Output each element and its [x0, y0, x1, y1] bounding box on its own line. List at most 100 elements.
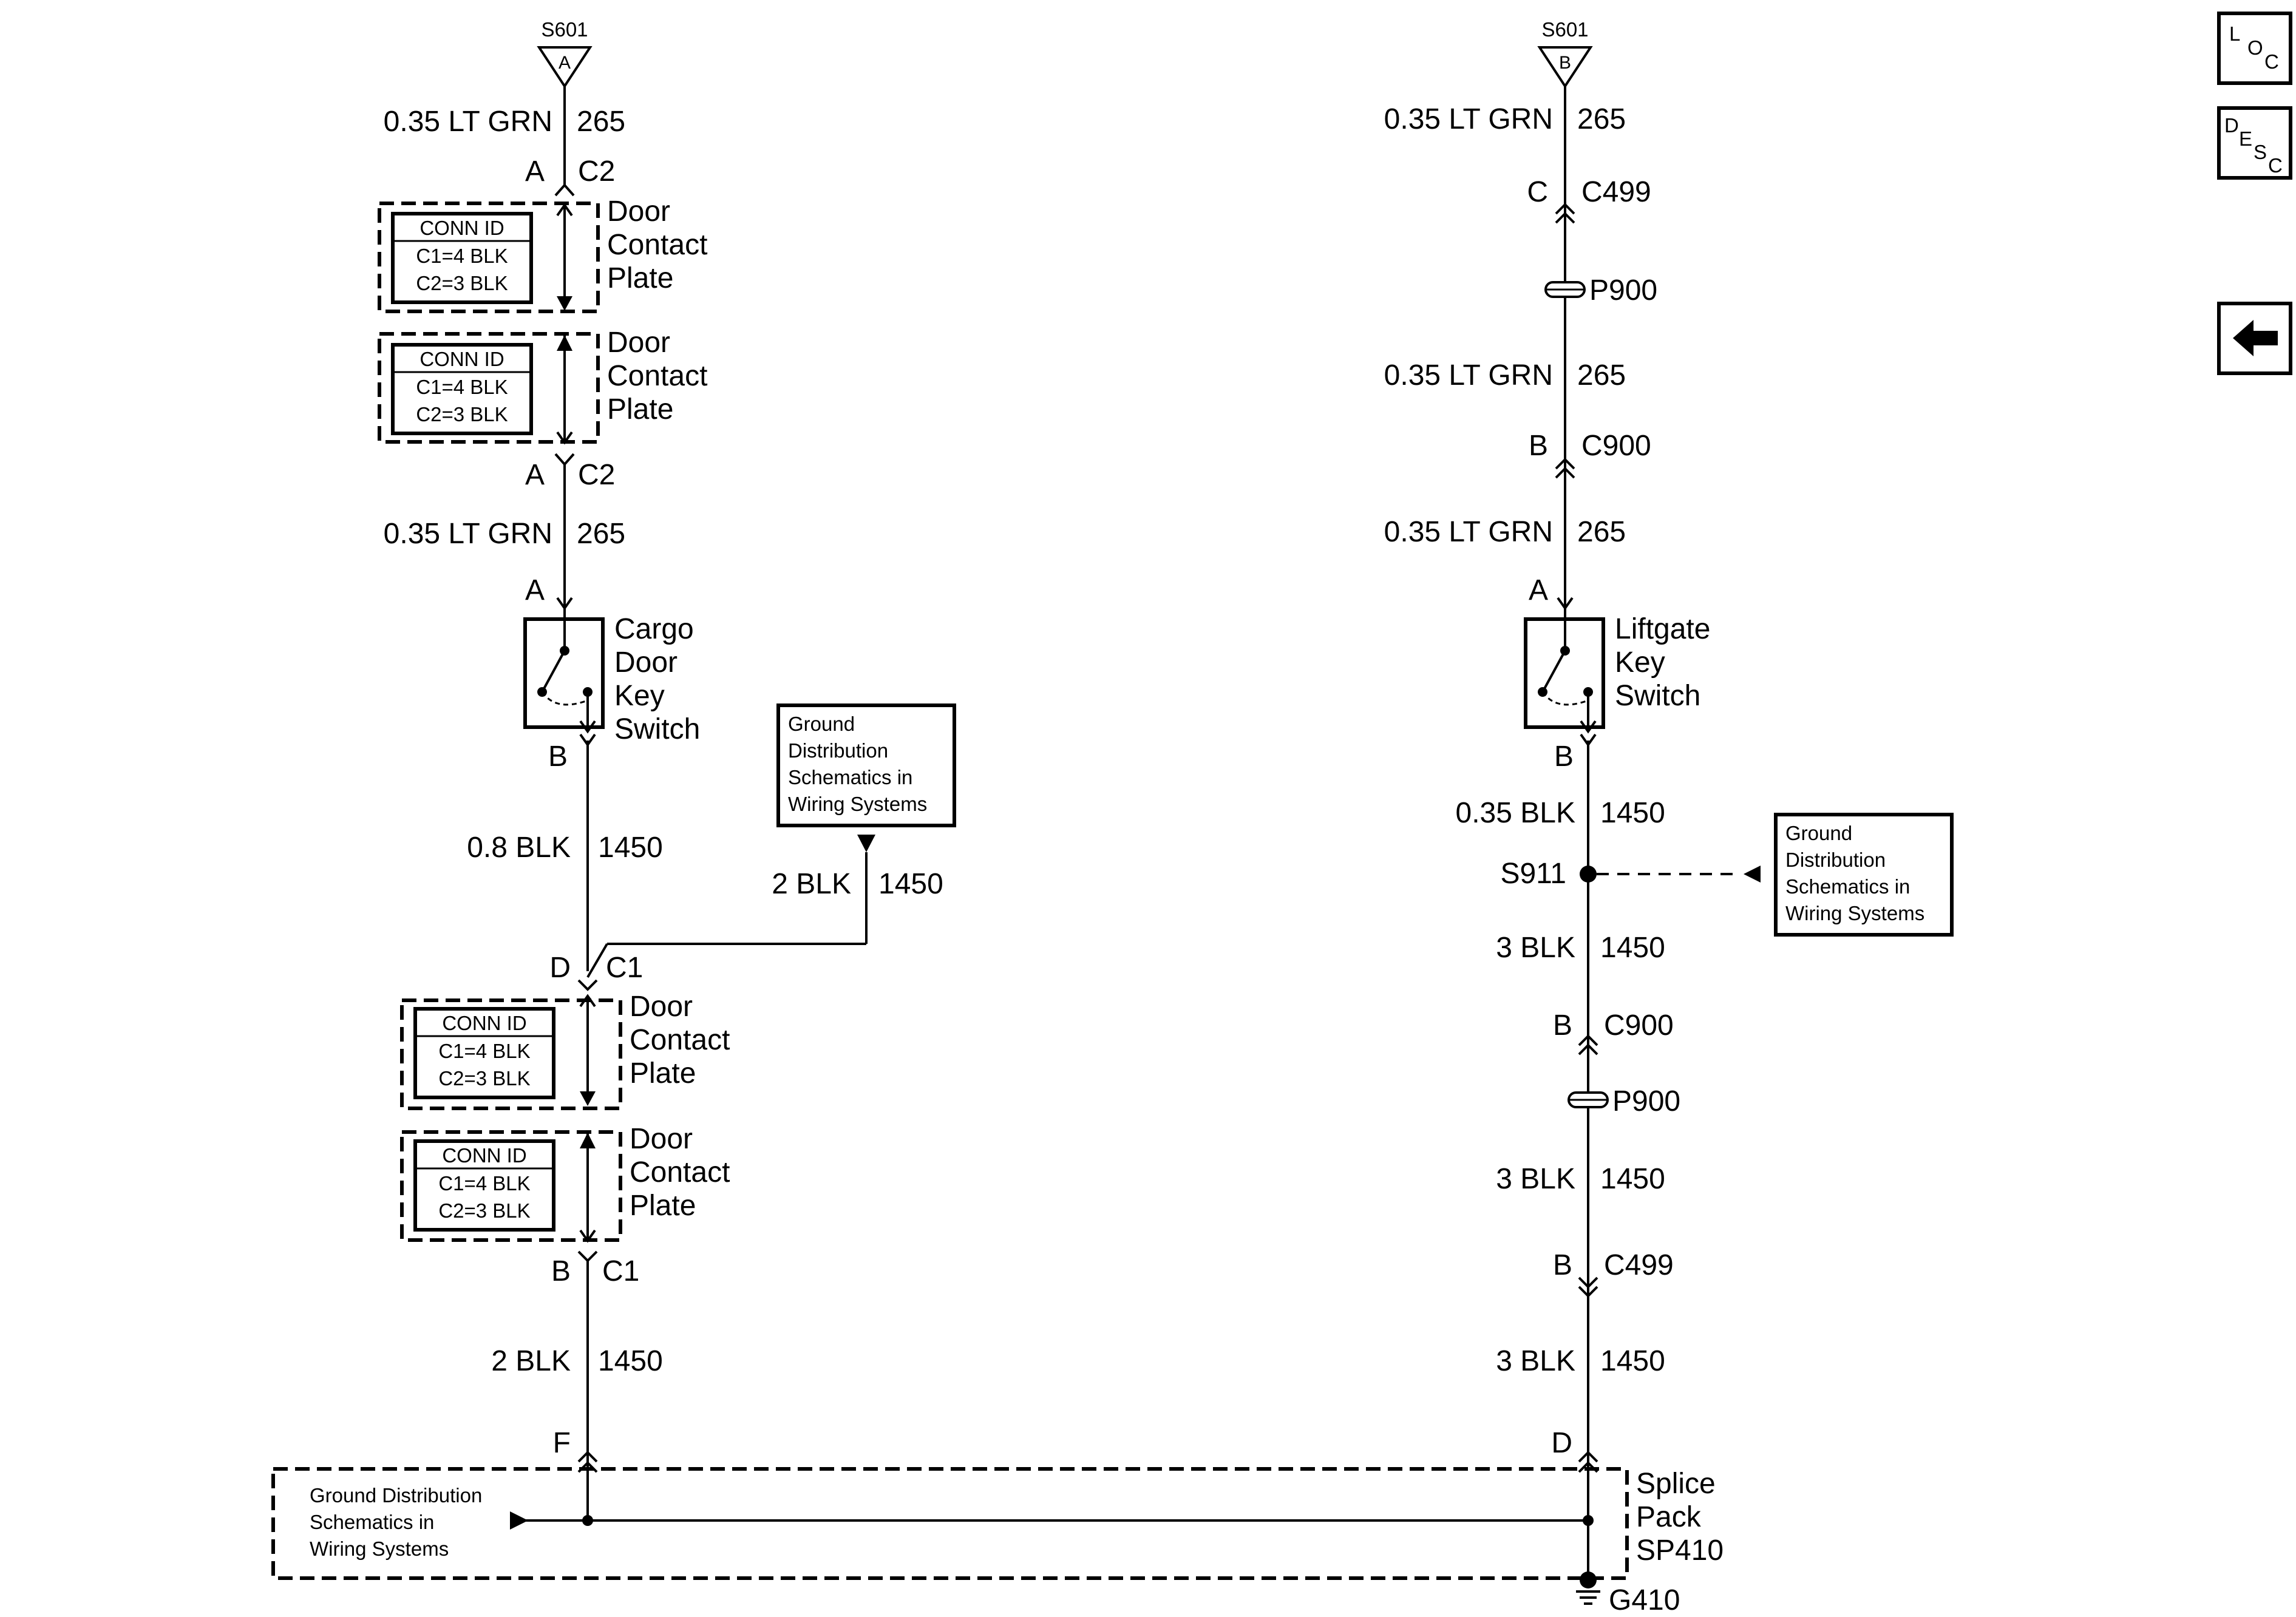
right-wire4-circuit: 1450 — [1600, 797, 1665, 829]
left-plate1-label2: Contact — [607, 229, 707, 261]
splice-pack-outline — [271, 1467, 1629, 1580]
desc-letter-c: C — [2268, 154, 2283, 177]
left-wire2-circuit: 265 — [577, 518, 625, 550]
left-switch-out-arrow — [579, 720, 596, 734]
left-pin-f-symbol — [577, 1451, 598, 1463]
right-wire1-gauge: 0.35 LT GRN — [1384, 103, 1553, 135]
left-splice-pin: A — [559, 53, 571, 73]
right-pin-d-symbol — [1578, 1451, 1598, 1463]
left-plate3-label1: Door — [630, 991, 693, 1023]
right-ground-ref-box[interactable] — [1774, 813, 1954, 937]
splice-pack-label1: Splice — [1636, 1468, 1716, 1500]
left-pin-f: F — [553, 1427, 571, 1459]
left-plate1-outline — [378, 202, 600, 313]
left-conn3-pin: D — [549, 952, 571, 984]
left-circuit: S601 A 0.35 LT GRN 265 A C2 CONN ID C1=4… — [378, 18, 956, 1473]
ground-g410-label: G410 — [1609, 1584, 1680, 1616]
left-plate2-label3: Plate — [607, 393, 673, 425]
left-switch-pin-b: B — [548, 741, 568, 773]
right-ground-ref-line3: Schematics in — [1785, 875, 1910, 898]
right-conn1-id: C499 — [1581, 176, 1651, 208]
right-splice-id: S601 — [1541, 18, 1588, 41]
left-plate1-connid-title: CONN ID — [419, 217, 504, 239]
left-gnd-wire-circuit: 1450 — [878, 868, 943, 900]
left-splice-triangle — [537, 46, 593, 89]
right-switch-label1: Liftgate — [1615, 613, 1710, 645]
left-wire1-gauge: 0.35 LT GRN — [384, 106, 552, 138]
left-ground-ref-line4: Wiring Systems — [788, 793, 927, 815]
right-conn2-id: C900 — [1581, 430, 1651, 462]
left-plate2-bottom-arrow — [556, 431, 573, 445]
right-switch-label2: Key — [1615, 646, 1665, 679]
left-conn4-symbol — [577, 1250, 598, 1263]
right-splice-pin: B — [1559, 53, 1571, 73]
left-plate3-outline — [400, 998, 622, 1110]
desc-letter-s: S — [2254, 141, 2267, 163]
left-switch-travel-arc — [541, 691, 586, 706]
splice-pack-left-node — [582, 1515, 593, 1526]
right-ground-ref-line2: Distribution — [1785, 849, 1886, 871]
left-arrow-icon — [2233, 320, 2278, 356]
left-ground-ref-line1: Ground — [788, 713, 855, 735]
splice-pack-label2: Pack — [1636, 1501, 1702, 1533]
right-wire3-gauge: 0.35 LT GRN — [1384, 516, 1553, 548]
left-plate4-label1: Door — [630, 1123, 693, 1155]
loc-letter-c: C — [2264, 50, 2279, 73]
left-plate4-connid-title: CONN ID — [442, 1144, 526, 1167]
left-switch-label3: Key — [614, 680, 665, 712]
right-switch-travel-arc — [1541, 691, 1587, 706]
right-pin-d: D — [1551, 1427, 1572, 1459]
loc-button[interactable]: L O C — [2217, 12, 2292, 85]
left-conn1-pin: A — [525, 155, 545, 188]
right-switch-pin-b: B — [1554, 741, 1574, 773]
left-conn4-id: C1 — [602, 1255, 639, 1287]
desc-letter-e: E — [2239, 127, 2252, 150]
left-ground-ref-line3: Schematics in — [788, 766, 912, 788]
loc-letter-l: L — [2229, 22, 2240, 45]
left-plate1-top-arrow — [556, 203, 573, 217]
right-conn1-symbol2 — [1555, 212, 1575, 224]
splice-pack-sp410: Ground Distribution Schematics in Wiring… — [271, 1467, 1724, 1616]
left-plate4-top-arrow — [580, 1133, 596, 1148]
left-ground-ref-box[interactable] — [776, 703, 956, 827]
right-switch-out-arrow — [1580, 720, 1597, 734]
left-plate2-connid-line1: C1=4 BLK — [416, 376, 508, 398]
left-switch-blade — [541, 650, 566, 693]
left-wire4-circuit: 1450 — [598, 1345, 663, 1377]
right-conn1-pin: C — [1527, 176, 1548, 208]
right-conn2-pin: B — [1529, 430, 1548, 462]
right-conn2-symbol — [1555, 458, 1575, 470]
right-s911-dot — [1580, 866, 1597, 883]
left-plate2-label1: Door — [607, 327, 670, 359]
desc-button[interactable]: D E S C — [2217, 106, 2292, 180]
left-plate1-label3: Plate — [607, 262, 673, 294]
right-wire3-circuit: 265 — [1577, 516, 1626, 548]
left-wire2-gauge: 0.35 LT GRN — [384, 518, 552, 550]
left-conn3-id: C1 — [606, 952, 643, 984]
right-ground-ref-line4: Wiring Systems — [1785, 902, 1924, 924]
left-plate4-outline — [400, 1130, 622, 1242]
left-plate1-bottom-arrow — [557, 296, 572, 311]
left-plate3-connid-line1: C1=4 BLK — [438, 1040, 530, 1062]
left-conn2-pin: A — [525, 459, 545, 491]
right-conn4-id: C499 — [1604, 1249, 1674, 1281]
right-ground-ref-line1: Ground — [1785, 822, 1852, 844]
left-plate4-bottom-arrow — [579, 1229, 596, 1243]
right-wire5-circuit: 1450 — [1600, 932, 1665, 964]
left-plate4-label2: Contact — [630, 1156, 730, 1188]
splice-pack-ground-ref-line3: Wiring Systems — [310, 1537, 449, 1560]
left-conn4-pin: B — [551, 1255, 571, 1287]
left-plate4-connid-box — [413, 1139, 555, 1232]
right-conn3-symbol2 — [1578, 1043, 1598, 1056]
right-passthru2-label: P900 — [1612, 1085, 1680, 1117]
left-gnd-wire-gauge: 2 BLK — [772, 868, 851, 900]
left-ground-ref-arrow — [857, 835, 875, 852]
right-conn4-symbol — [1578, 1276, 1598, 1289]
splice-pack-label3: SP410 — [1636, 1534, 1724, 1567]
left-plate1-connid-box — [391, 212, 533, 304]
left-plate3-connid-box — [413, 1007, 555, 1099]
back-button[interactable] — [2217, 302, 2292, 375]
left-plate3-bottom-arrow — [580, 1091, 596, 1106]
right-conn4-pin: B — [1553, 1249, 1572, 1281]
